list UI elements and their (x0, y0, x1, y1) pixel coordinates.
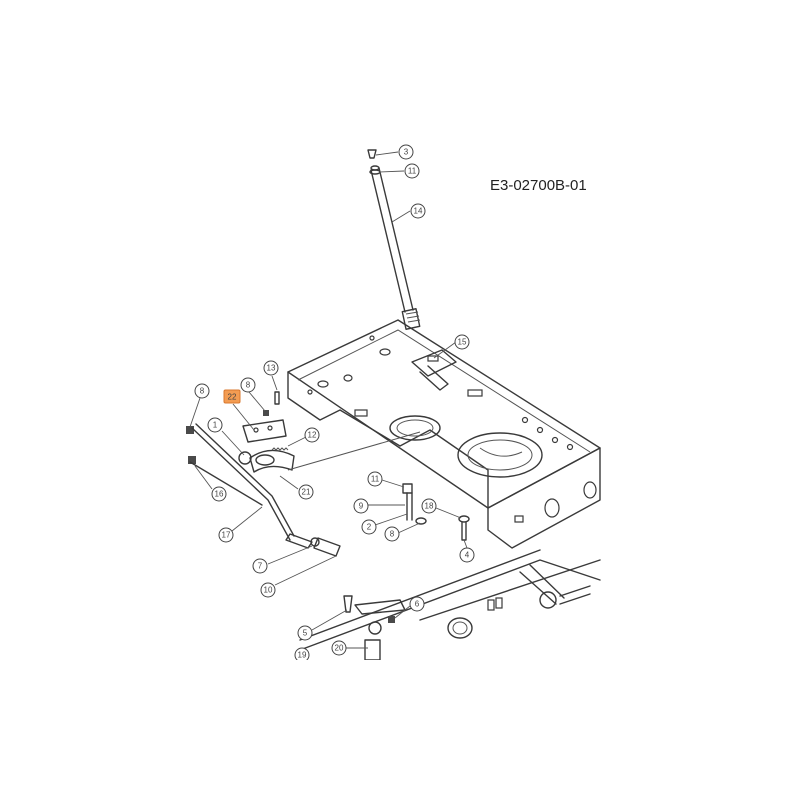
callout-5[interactable]: 5 (297, 625, 313, 641)
callout-3-top[interactable]: 3 (398, 144, 414, 160)
callout-15[interactable]: 15 (454, 334, 470, 350)
svg-text:16: 16 (215, 490, 224, 499)
callout-6[interactable]: 6 (409, 596, 425, 612)
svg-text:19: 19 (298, 651, 307, 660)
svg-text:4: 4 (465, 551, 470, 560)
svg-text:11: 11 (408, 167, 417, 176)
svg-text:6: 6 (415, 600, 420, 609)
callout-2[interactable]: 2 (361, 519, 377, 535)
svg-text:17: 17 (222, 531, 231, 540)
svg-text:8: 8 (390, 530, 395, 539)
callout-21[interactable]: 21 (298, 484, 314, 500)
svg-text:15: 15 (458, 338, 467, 347)
svg-text:7: 7 (258, 562, 263, 571)
hardware (402, 483, 470, 541)
callout-7[interactable]: 7 (252, 558, 268, 574)
callout-16-left[interactable]: 16 (211, 486, 227, 502)
callout-13[interactable]: 13 (263, 360, 279, 376)
callout-17[interactable]: 17 (218, 527, 234, 543)
steering-gear-assembly (186, 391, 421, 557)
svg-text:2: 2 (367, 523, 372, 532)
callout-11-mid[interactable]: 11 (367, 471, 383, 487)
svg-text:8: 8 (246, 381, 251, 390)
svg-text:9: 9 (359, 502, 364, 511)
callout-8-low[interactable]: 8 (384, 526, 400, 542)
callout-12[interactable]: 12 (304, 427, 320, 443)
svg-text:22: 22 (228, 393, 237, 402)
callout-18[interactable]: 18 (421, 498, 437, 514)
callout-14[interactable]: 14 (410, 203, 426, 219)
callout-8-left[interactable]: 8 (194, 383, 210, 399)
svg-text:5: 5 (303, 629, 308, 638)
leader-lines (189, 151, 468, 649)
svg-text:1: 1 (213, 421, 218, 430)
callout-10[interactable]: 10 (260, 582, 276, 598)
chassis-frame (287, 319, 601, 549)
callout-1[interactable]: 1 (207, 417, 223, 433)
svg-text:10: 10 (264, 586, 273, 595)
callout-8-mid[interactable]: 8 (240, 377, 256, 393)
svg-text:11: 11 (371, 475, 380, 484)
svg-text:12: 12 (308, 431, 317, 440)
svg-text:13: 13 (267, 364, 276, 373)
svg-text:20: 20 (335, 644, 344, 653)
callout-4[interactable]: 4 (459, 547, 475, 563)
callout-22[interactable]: 22 (223, 389, 241, 404)
callout-9[interactable]: 9 (353, 498, 369, 514)
callout-20[interactable]: 20 (331, 640, 347, 656)
callout-11-top[interactable]: 11 (404, 163, 420, 179)
callout-19[interactable]: 19 (294, 647, 310, 663)
svg-text:14: 14 (414, 207, 423, 216)
svg-text:3: 3 (404, 148, 409, 157)
svg-text:21: 21 (302, 488, 311, 497)
steering-shaft (367, 149, 421, 330)
svg-text:8: 8 (200, 387, 205, 396)
callouts: 3 11 14 15 13 8 8 22 1 12 21 16 17 7 10 … (194, 144, 475, 663)
crop-mask (0, 660, 800, 800)
drawing-code: E3-02700B-01 (490, 177, 587, 194)
svg-text:18: 18 (425, 502, 434, 511)
